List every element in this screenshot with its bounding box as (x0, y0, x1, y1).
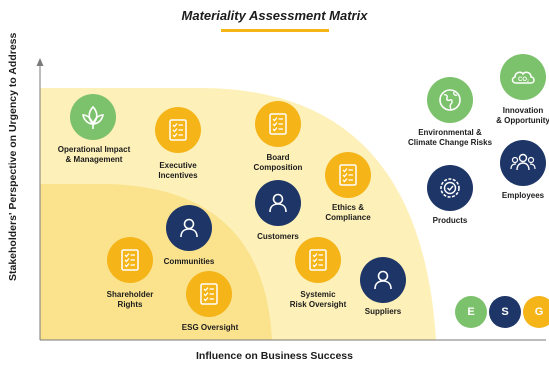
board-composition-node (255, 101, 301, 147)
checklist-icon (169, 119, 187, 141)
legend-governance: G (523, 296, 549, 328)
employees-node (500, 140, 546, 186)
shareholder-rights-node (107, 237, 153, 283)
checklist-icon (269, 113, 287, 135)
legend-environmental: E (455, 296, 487, 328)
operational-impact-label: Operational Impact & Management (57, 145, 131, 164)
co2-text: CO (518, 77, 527, 83)
checklist-icon (339, 164, 357, 186)
legend-social: S (489, 296, 521, 328)
communities-node (166, 205, 212, 251)
board-composition-label: Board Composition (253, 153, 303, 172)
environmental-label: Environmental & Climate Change Risks (407, 128, 493, 147)
checklist-icon (121, 249, 139, 271)
checklist-icon (309, 249, 327, 271)
suppliers-node (360, 257, 406, 303)
title-underline (221, 29, 329, 32)
customers-label: Customers (257, 232, 299, 241)
suppliers-label: Suppliers (364, 307, 402, 316)
leaf-icon (82, 105, 104, 129)
environmental-node (427, 77, 473, 123)
quality-badge-icon (440, 178, 460, 198)
customers-node (255, 180, 301, 226)
svg-text:2: 2 (527, 79, 529, 83)
person-icon (269, 193, 287, 213)
systemic-risk-node (295, 237, 341, 283)
ethics-compliance-node (325, 152, 371, 198)
globe-icon (439, 89, 461, 111)
x-axis-label: Influence on Business Success (196, 350, 353, 362)
person-icon (180, 218, 198, 238)
operational-impact-node (70, 94, 116, 140)
co2-cloud-icon: CO 2 (511, 71, 535, 84)
innovation-node: CO 2 (500, 54, 546, 100)
executive-incentives-node (155, 107, 201, 153)
group-icon (510, 153, 536, 171)
ethics-compliance-label: Ethics & Compliance (325, 203, 371, 222)
y-axis-label: Stakeholders' Perspective on Urgency to … (7, 32, 19, 281)
systemic-risk-label: Systemic Risk Oversight (289, 290, 347, 309)
esg-oversight-label: ESG Oversight (181, 323, 239, 332)
shareholder-rights-label: Shareholder Rights (106, 290, 154, 309)
innovation-label: Innovation & Opportunity (496, 106, 549, 125)
products-label: Products (432, 216, 468, 225)
employees-label: Employees (501, 191, 545, 200)
page-title: Materiality Assessment Matrix (181, 8, 368, 23)
executive-incentives-label: Executive Incentives (158, 161, 198, 180)
products-node (427, 165, 473, 211)
checklist-icon (200, 283, 218, 305)
communities-label: Communities (163, 257, 215, 266)
person-icon (374, 270, 392, 290)
esg-oversight-node (186, 271, 232, 317)
y-axis-arrow (36, 58, 44, 66)
